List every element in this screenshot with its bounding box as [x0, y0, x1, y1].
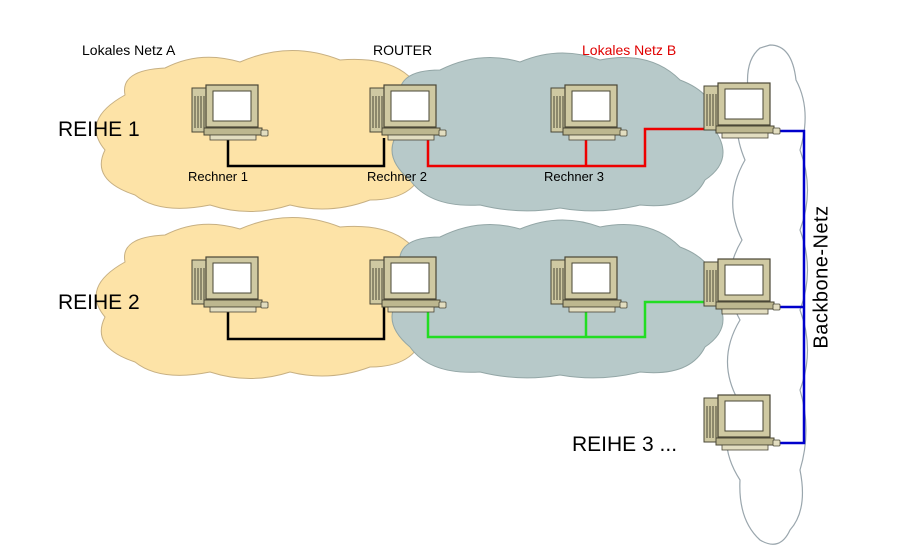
row-3-label: REIHE 3 ...	[572, 433, 678, 456]
link-row2-net-b	[426, 300, 706, 339]
row-1-label: REIHE 1	[58, 118, 140, 141]
desktop-computer-icon	[369, 84, 447, 141]
desktop-computer-icon	[191, 84, 269, 141]
desktop-computer-icon	[703, 258, 781, 315]
link-row2-net-a	[226, 306, 386, 341]
net-a-label: Lokales Netz A	[82, 42, 176, 58]
router-label: ROUTER	[373, 42, 433, 58]
backbone-label: Backbone-Netz	[810, 205, 833, 349]
desktop-computer-icon	[703, 82, 781, 139]
net-b-label: Lokales Netz B	[582, 42, 677, 58]
rechner-3-label: Rechner 3	[544, 169, 604, 184]
rechner-1-label: Rechner 1	[188, 169, 248, 184]
row-2-label: REIHE 2	[58, 291, 140, 314]
desktop-computer-icon	[550, 256, 628, 313]
desktop-computer-icon	[369, 256, 447, 313]
link-row1-net-b	[426, 127, 706, 168]
rechner-2-label: Rechner 2	[367, 169, 427, 184]
desktop-computer-icon	[550, 84, 628, 141]
link-row1-net-a	[226, 138, 386, 168]
backbone-link	[770, 129, 806, 445]
desktop-computer-icon	[191, 256, 269, 313]
desktop-computer-icon	[703, 394, 781, 451]
